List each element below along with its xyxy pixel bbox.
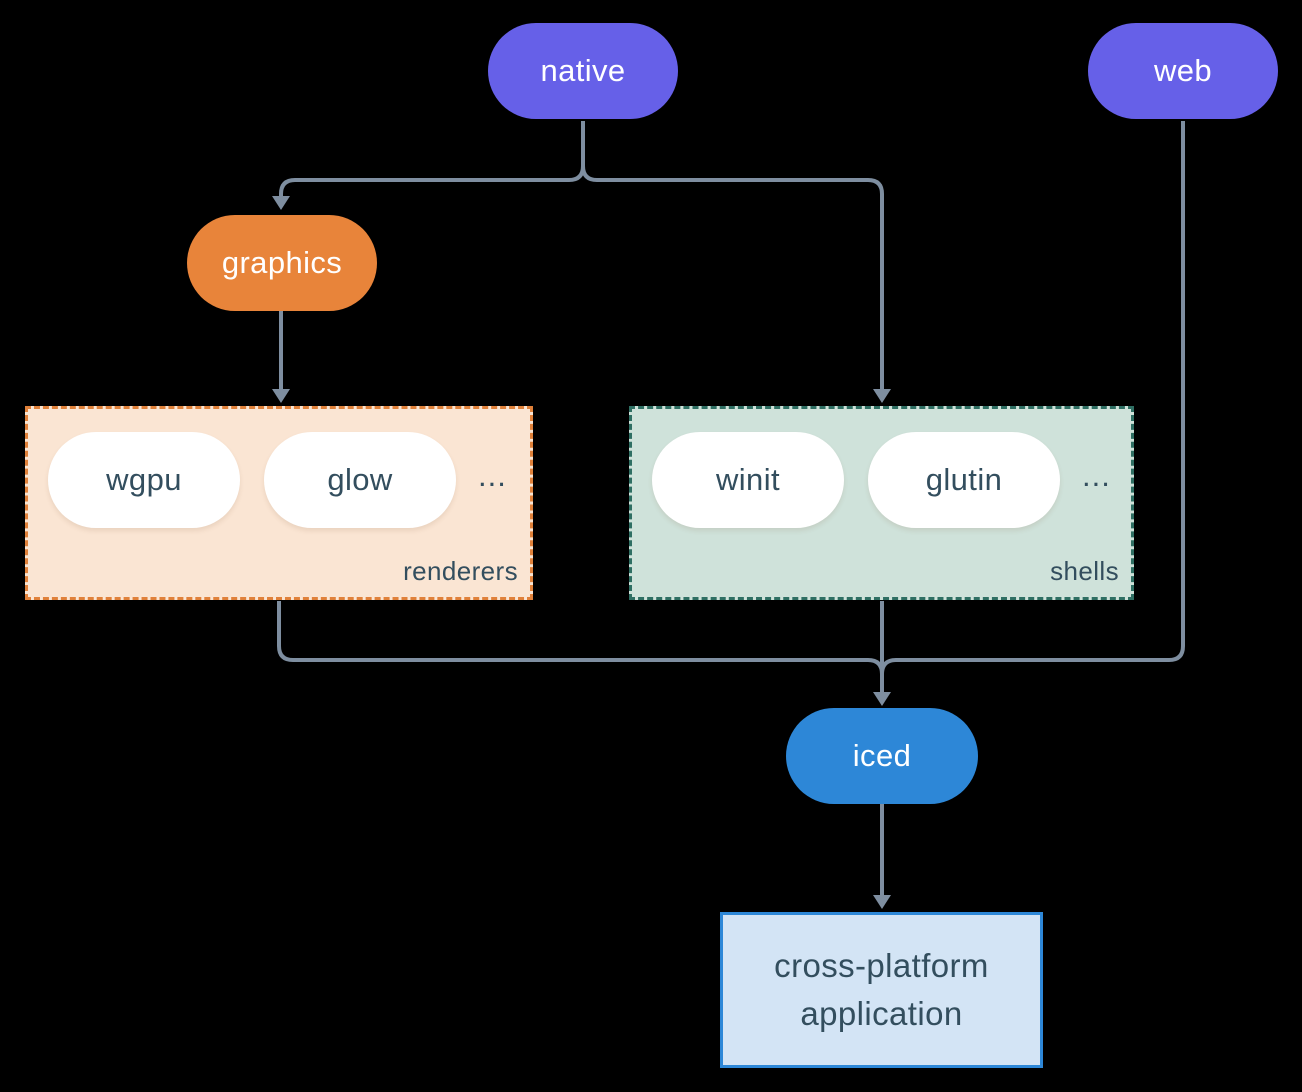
node-web-label: web	[1153, 53, 1213, 88]
node-web: web	[1088, 23, 1278, 119]
node-graphics-label: graphics	[221, 245, 343, 280]
application-label-line2: application	[800, 995, 963, 1032]
node-cross-platform-application: cross-platform application	[720, 912, 1043, 1068]
edge-renderers-to-merge	[277, 601, 884, 675]
arrowhead-shells	[873, 389, 891, 403]
node-graphics: graphics	[187, 215, 377, 311]
edge-native-to-graphics	[279, 121, 585, 196]
node-glutin-label: glutin	[925, 462, 1003, 497]
arrowhead-application	[873, 895, 891, 909]
group-shells-label: shells	[1050, 556, 1119, 586]
node-glutin: glutin	[868, 432, 1060, 528]
group-renderers-label: renderers	[403, 556, 518, 586]
application-label-line1: cross-platform	[774, 947, 989, 984]
arrowhead-iced	[873, 692, 891, 706]
node-glow-label: glow	[327, 462, 393, 497]
renderers-ellipsis: ...	[478, 458, 507, 493]
arrowhead-graphics	[272, 196, 290, 210]
node-native-label: native	[540, 53, 626, 88]
node-wgpu: wgpu	[48, 432, 240, 528]
arrowhead-renderers	[272, 389, 290, 403]
node-iced: iced	[786, 708, 978, 804]
node-iced-label: iced	[852, 738, 912, 773]
node-native: native	[488, 23, 678, 119]
edge-native-to-shells	[581, 121, 884, 389]
shells-ellipsis: ...	[1082, 458, 1111, 493]
node-glow: glow	[264, 432, 456, 528]
node-winit: winit	[652, 432, 844, 528]
node-wgpu-label: wgpu	[106, 462, 182, 497]
node-winit-label: winit	[715, 462, 780, 497]
